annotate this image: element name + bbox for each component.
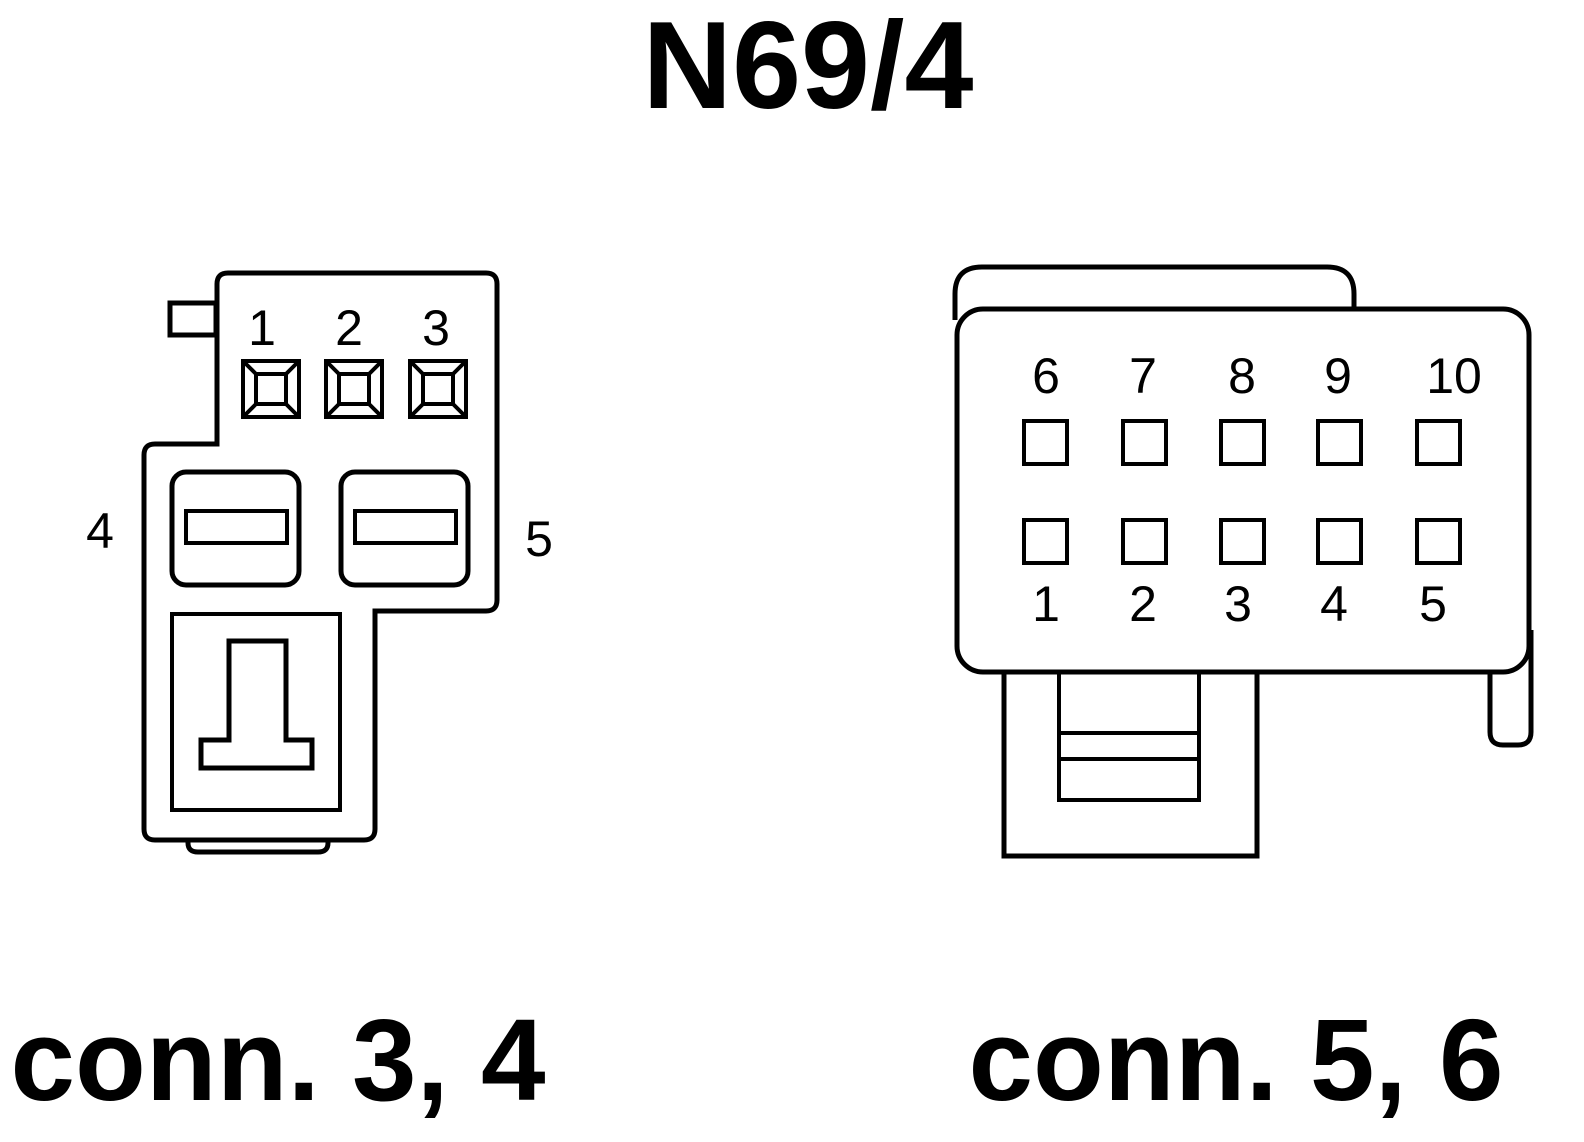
left-pin-label-4: 4 — [86, 503, 114, 559]
left-pin-1 — [241, 359, 301, 419]
right-connector-face — [954, 306, 1532, 675]
right-pin-7 — [1121, 419, 1168, 466]
right-pin-label-5: 5 — [1419, 576, 1447, 632]
left-connector-side-tab — [167, 300, 219, 338]
right-pin-1 — [1022, 518, 1069, 565]
right-pin-label-1: 1 — [1032, 576, 1060, 632]
left-pin-label-3: 3 — [422, 300, 450, 356]
right-pin-label-3: 3 — [1224, 576, 1252, 632]
left-pin-3 — [408, 359, 468, 419]
left-pin-label-1: 1 — [248, 300, 276, 356]
right-pin-label-2: 2 — [1129, 576, 1157, 632]
right-connector-latch-frame — [1001, 647, 1260, 859]
left-pin-5 — [338, 469, 471, 588]
right-pin-label-6: 6 — [1032, 348, 1060, 404]
right-pin-3 — [1219, 518, 1266, 565]
right-pin-label-4: 4 — [1320, 576, 1348, 632]
right-pin-10 — [1415, 419, 1462, 466]
diagram-title: N69/4 — [643, 0, 974, 135]
left-pin-label-5: 5 — [525, 511, 553, 567]
right-pin-label-9: 9 — [1324, 348, 1352, 404]
left-connector-caption: conn. 3, 4 — [10, 995, 545, 1125]
left-pin-label-2: 2 — [335, 300, 363, 356]
right-pin-9 — [1316, 419, 1363, 466]
left-pin-2 — [324, 359, 384, 419]
right-pin-4 — [1316, 518, 1363, 565]
right-pin-8 — [1219, 419, 1266, 466]
left-pin-4 — [169, 469, 302, 588]
left-connector: 1 2 3 4 5 — [86, 270, 553, 855]
right-pin-6 — [1022, 419, 1069, 466]
right-pin-5 — [1415, 518, 1462, 565]
right-pin-label-8: 8 — [1228, 348, 1256, 404]
left-connector-latch-frame — [170, 612, 342, 812]
right-pin-label-7: 7 — [1129, 348, 1157, 404]
right-pin-2 — [1121, 518, 1168, 565]
right-connector-caption: conn. 5, 6 — [968, 995, 1503, 1125]
left-connector-latch — [198, 638, 315, 771]
right-pin-label-10: 10 — [1426, 348, 1482, 404]
right-connector: 6 7 8 9 10 1 2 3 4 5 — [952, 264, 1534, 859]
